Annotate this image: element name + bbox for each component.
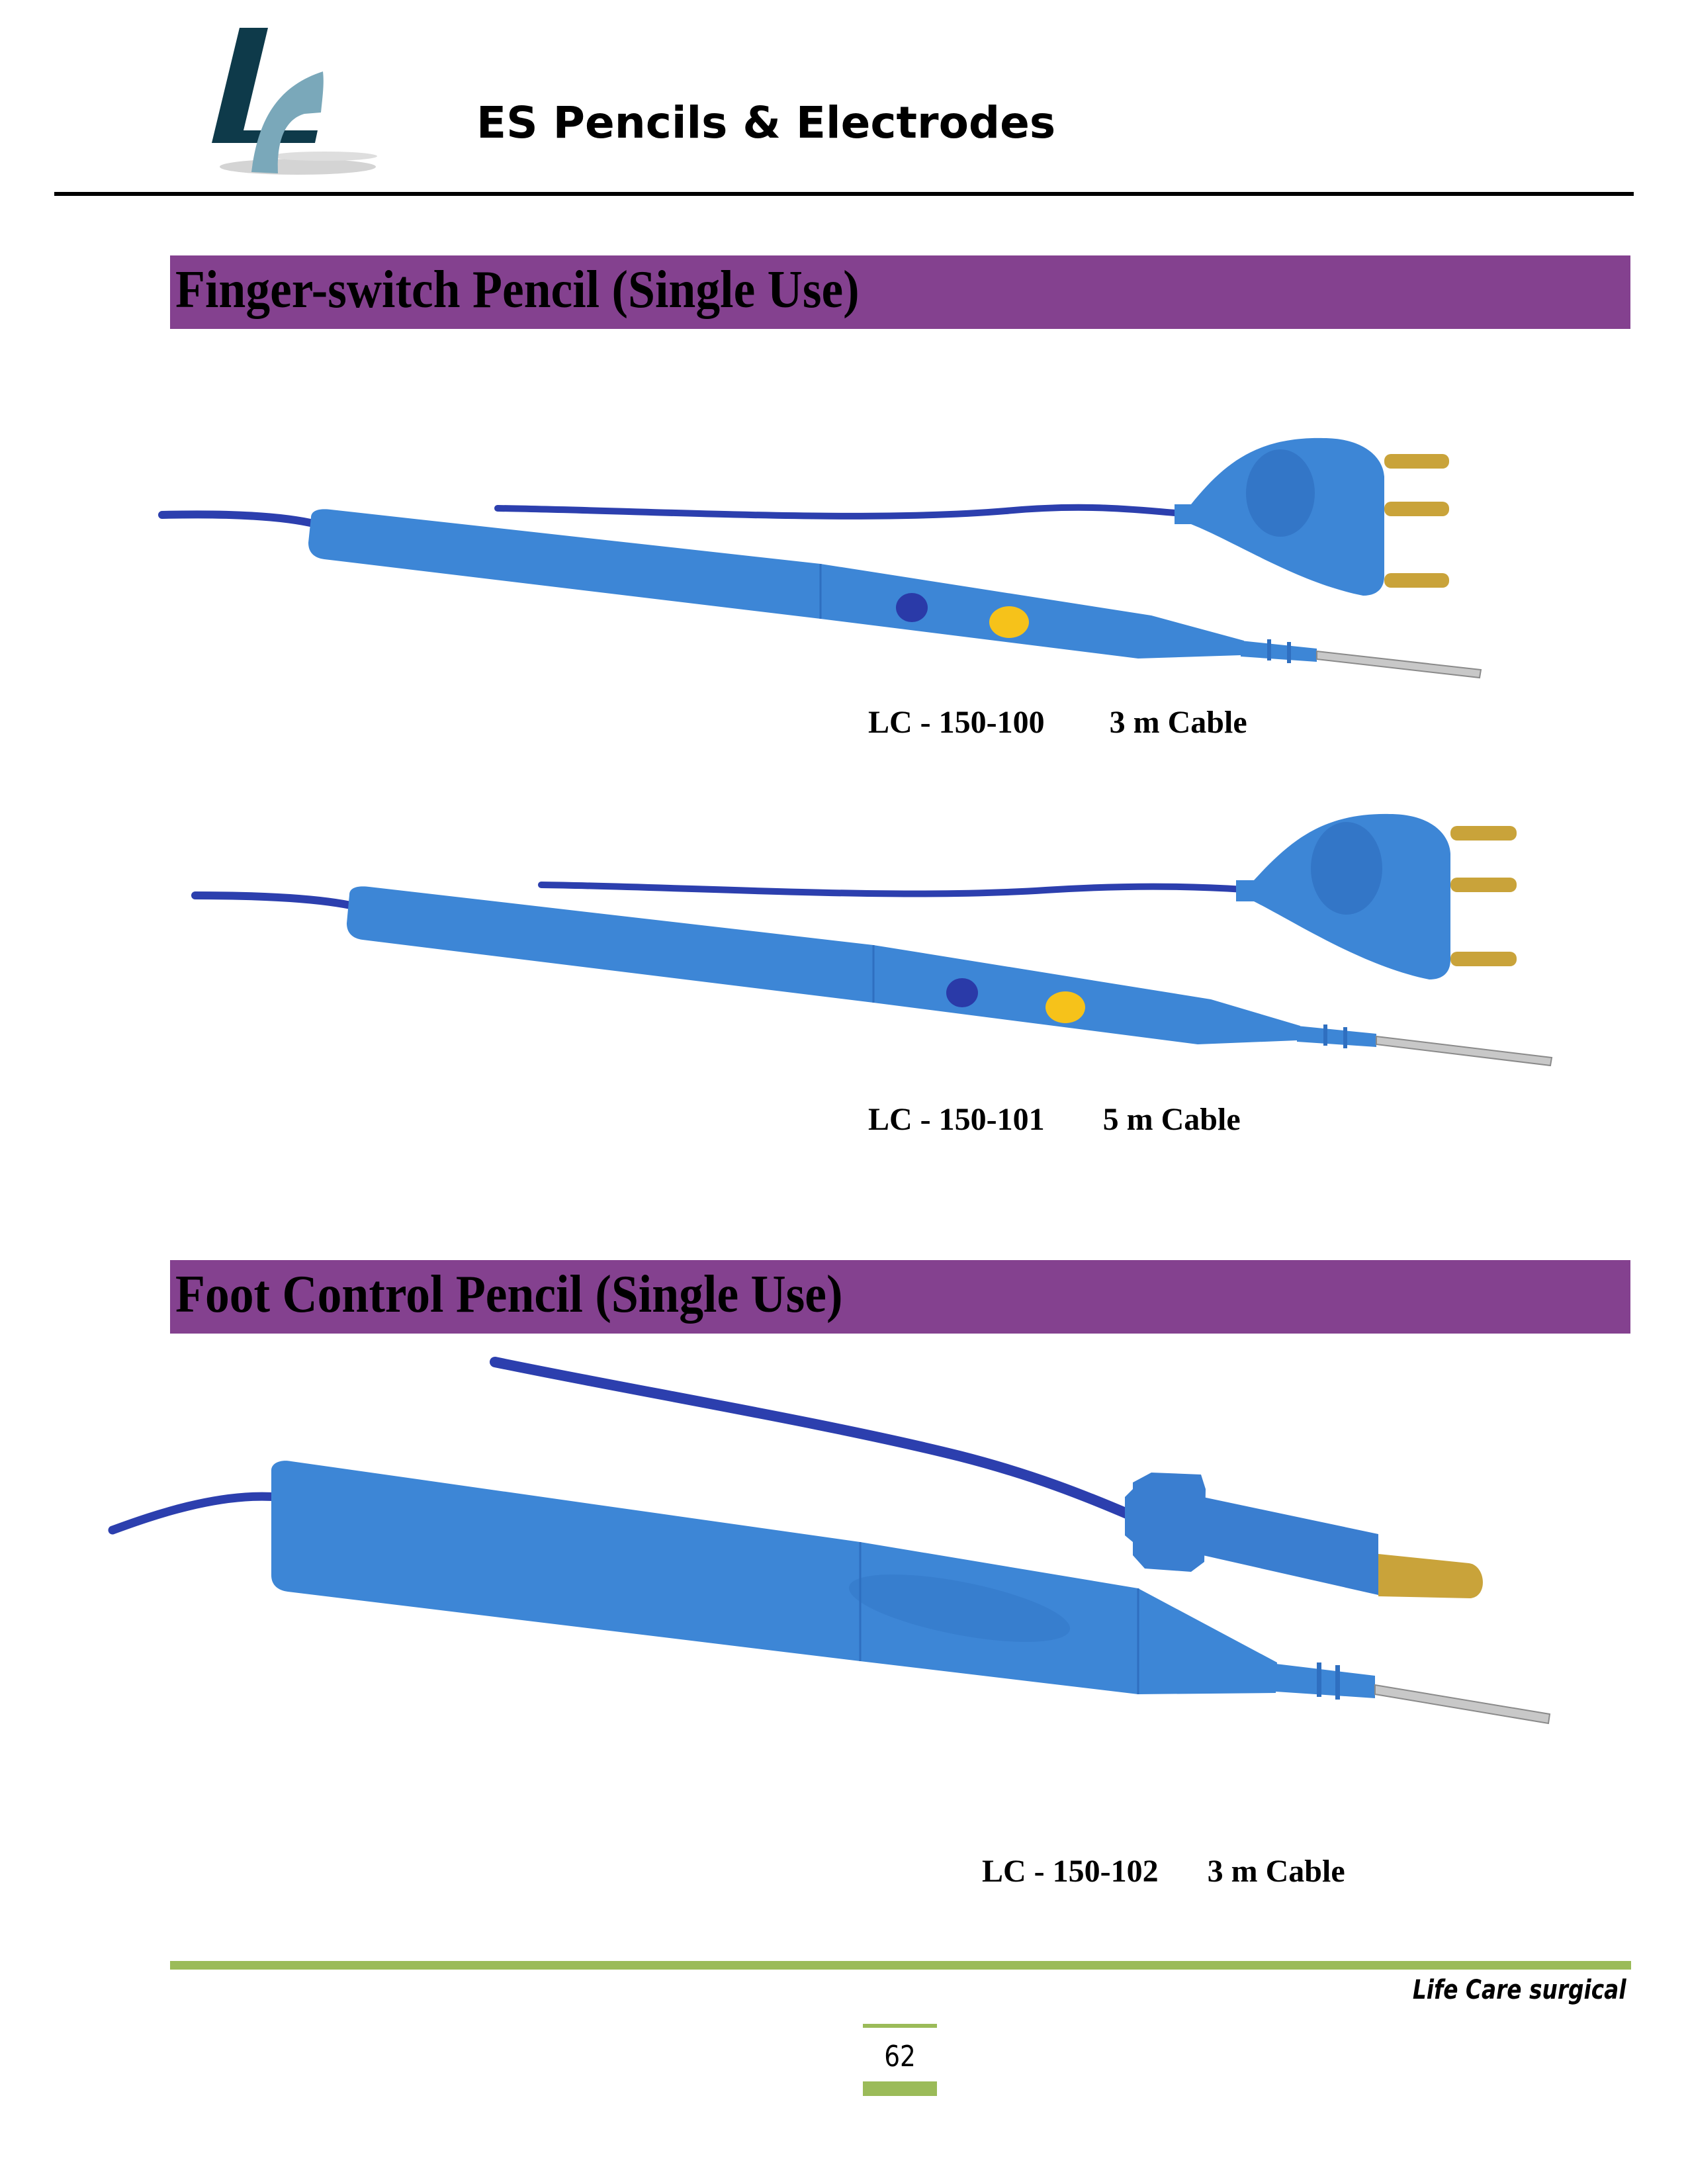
cable-length: 5 m Cable [1102, 1102, 1241, 1137]
finger-switch-pencil-image-1 [158, 437, 1482, 679]
product-label: LC - 150-101 5 m Cable [868, 1103, 1241, 1136]
cable-length: 3 m Cable [1109, 705, 1247, 740]
header-divider [54, 192, 1634, 196]
section-header-foot-control: Foot Control Pencil (Single Use) [170, 1260, 1630, 1334]
page-number: 62 [884, 2040, 916, 2073]
product-code: LC - 150-102 [982, 1854, 1159, 1889]
cable-length: 3 m Cable [1207, 1854, 1345, 1889]
product-label: LC - 150-100 3 m Cable [868, 706, 1247, 739]
section-title: Finger-switch Pencil (Single Use) [175, 261, 860, 319]
product-label: LC - 150-102 3 m Cable [982, 1855, 1345, 1888]
section-title: Foot Control Pencil (Single Use) [175, 1265, 843, 1324]
product-code: LC - 150-100 [868, 705, 1045, 740]
lc-logo-icon [212, 28, 377, 175]
cut-button-icon [946, 978, 978, 1007]
section-header-finger-switch: Finger-switch Pencil (Single Use) [170, 255, 1630, 329]
company-logo [199, 20, 390, 185]
foot-control-pencil-image [108, 1357, 1551, 1725]
page-number-top-accent [863, 2024, 937, 2028]
coag-button-icon [1045, 991, 1085, 1023]
finger-switch-pencil-image-2 [191, 813, 1553, 1067]
footer-divider [170, 1961, 1631, 1970]
page-title: ES Pencils & Electrodes [476, 97, 1056, 148]
cut-button-icon [896, 593, 928, 622]
coag-button-icon [989, 606, 1029, 638]
page-number-bottom-accent [863, 2081, 937, 2096]
product-code: LC - 150-101 [868, 1102, 1045, 1137]
footer-brand: Life Care surgical [1413, 1975, 1626, 2005]
